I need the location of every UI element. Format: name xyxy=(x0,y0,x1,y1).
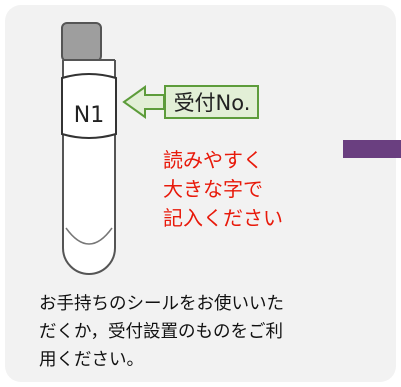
caption-line: だくか，受付設置のものをご利 xyxy=(39,322,283,342)
caption-text: お手持ちのシールをお使いいた だくか，受付設置のものをご利 用ください。 xyxy=(39,290,374,374)
side-accent-bar xyxy=(343,140,401,158)
tube-inner-curve xyxy=(65,227,113,245)
tube-label-text: N1 xyxy=(73,102,105,128)
handwriting-note: 読みやすく 大きな字で 記入ください xyxy=(163,146,333,233)
note-line: 記入ください xyxy=(163,206,283,230)
left-arrow-callout-icon xyxy=(122,85,165,119)
caption-line: お手持ちのシールをお使いいた xyxy=(39,294,284,314)
note-line: 読みやすく xyxy=(163,148,263,172)
note-line: 大きな字で xyxy=(163,177,263,201)
tube-label-sticker xyxy=(61,73,117,139)
caption-line: 用ください。 xyxy=(39,350,144,370)
reception-number-box xyxy=(164,85,259,119)
reception-number-label: 受付No. xyxy=(173,91,251,115)
tube-cap-icon xyxy=(61,22,102,62)
